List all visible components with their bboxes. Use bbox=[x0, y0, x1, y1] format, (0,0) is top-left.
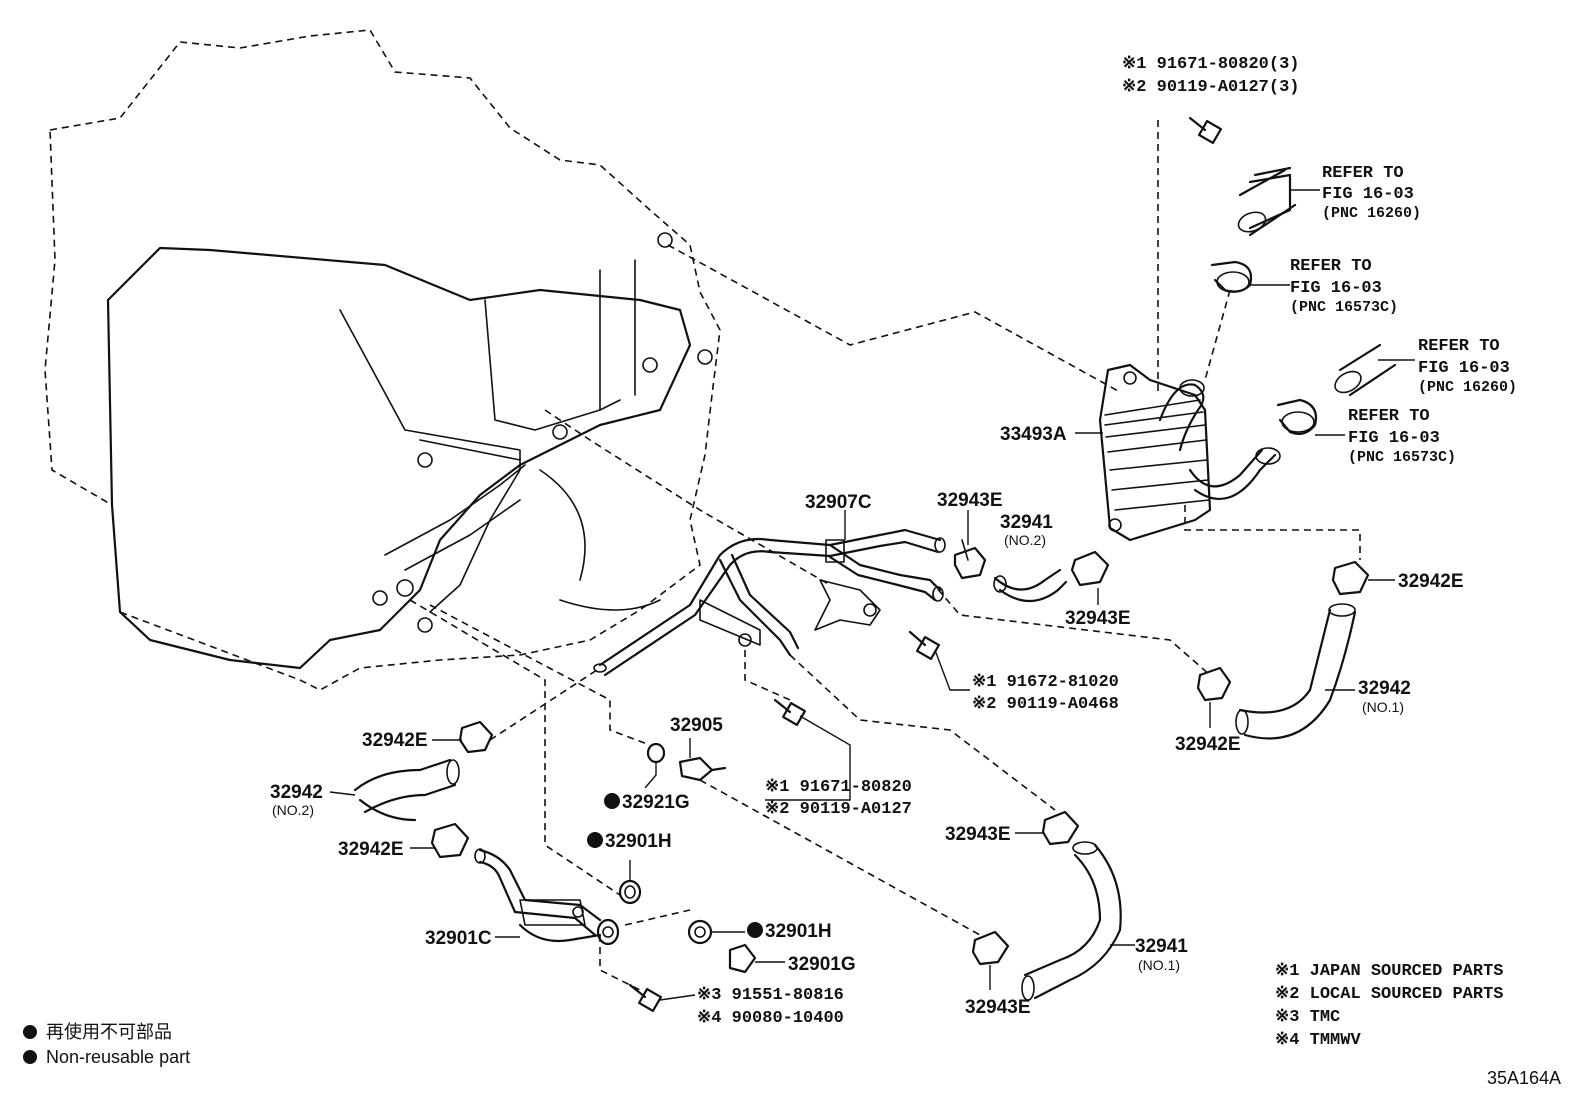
label-32905: 32905 bbox=[670, 715, 723, 736]
hose-32942-no1 bbox=[1235, 603, 1357, 740]
refer-1-line3: (PNC 16260) bbox=[1322, 205, 1421, 222]
bolt-top-1: ※1 91671-80820(3) bbox=[1122, 55, 1299, 74]
refer-hose-16260-a bbox=[1237, 166, 1297, 237]
label-32901H-b: 32901H bbox=[765, 921, 832, 942]
label-32942E-rightlow: 32942E bbox=[1175, 734, 1241, 755]
bolt-icon bbox=[628, 983, 696, 1013]
legend-non-reusable: Non-reusable part bbox=[46, 1047, 190, 1067]
clamp-16573C-a bbox=[1210, 260, 1253, 293]
clamp-16573C-b bbox=[1276, 398, 1318, 435]
clamp-32942E-rightlow bbox=[1196, 666, 1232, 728]
label-32921G: 32921G bbox=[622, 792, 690, 813]
refer-hose-16260-b bbox=[1334, 343, 1397, 397]
bolt-mid-1: ※1 91672-81020 bbox=[972, 673, 1119, 692]
bolt-low-1: ※1 91671-80820 bbox=[765, 778, 912, 797]
refer-1-line2: FIG 16-03 bbox=[1322, 185, 1414, 204]
clamp-32943E-mid bbox=[1070, 550, 1110, 605]
label-33493A: 33493A bbox=[1000, 424, 1067, 445]
refer-4-line1: REFER TO bbox=[1348, 407, 1430, 426]
label-32942-no2-sub: (NO.2) bbox=[272, 802, 314, 818]
gasket-32921G bbox=[644, 742, 666, 789]
label-32942E-right: 32942E bbox=[1398, 571, 1464, 592]
label-32943E-low1: 32943E bbox=[945, 824, 1011, 845]
refer-2-line1: REFER TO bbox=[1290, 257, 1372, 276]
non-reusable-dot bbox=[23, 1050, 37, 1064]
clamp-32942E-right bbox=[1331, 560, 1395, 596]
clamp-32942E-leftlow bbox=[410, 822, 470, 859]
clamp-32943E-low1 bbox=[1015, 810, 1080, 846]
refer-2-line2: FIG 16-03 bbox=[1290, 279, 1382, 298]
clamp-32943E-low2 bbox=[971, 930, 1010, 990]
oil-cooler-33493A bbox=[1098, 363, 1281, 542]
label-32942E-left: 32942E bbox=[362, 730, 428, 751]
label-32943E-mid: 32943E bbox=[1065, 608, 1131, 629]
non-reusable-dot bbox=[604, 793, 620, 809]
non-reusable-dot bbox=[747, 922, 763, 938]
hose-32942-no2 bbox=[329, 758, 460, 822]
gasket-32901H-a bbox=[618, 860, 642, 905]
bolt-icon bbox=[765, 698, 851, 801]
label-32942-no2: 32942 bbox=[270, 782, 323, 803]
fitting-32901C-end bbox=[596, 918, 620, 946]
refer-notes: REFER TO FIG 16-03 (PNC 16260) REFER TO … bbox=[1290, 164, 1517, 466]
refer-2-line3: (PNC 16573C) bbox=[1290, 299, 1398, 316]
refer-1-line1: REFER TO bbox=[1322, 164, 1404, 183]
label-32941-no2-sub: (NO.2) bbox=[1004, 532, 1046, 548]
refer-3-line1: REFER TO bbox=[1418, 337, 1500, 356]
label-32941-no2: 32941 bbox=[1000, 512, 1053, 533]
label-32943E-low2: 32943E bbox=[965, 997, 1031, 1018]
label-32943E-top: 32943E bbox=[937, 490, 1003, 511]
hose-32941-no2 bbox=[993, 568, 1068, 602]
label-32941-no1: 32941 bbox=[1135, 936, 1188, 957]
gasket-32901H-b bbox=[687, 919, 745, 945]
label-leaders bbox=[844, 189, 1415, 540]
label-32942-no1: 32942 bbox=[1358, 678, 1411, 699]
non-reusable-dot bbox=[23, 1025, 37, 1039]
transaxle-housing bbox=[44, 29, 721, 691]
bolt-bot-3: ※3 91551-80816 bbox=[697, 986, 844, 1005]
hose-32941-no1 bbox=[1021, 841, 1135, 1001]
legend-tmmwv: ※4 TMMWV bbox=[1275, 1031, 1361, 1050]
bolt-part-numbers: ※1 91671-80820(3) ※2 90119-A0127(3) ※1 9… bbox=[697, 55, 1299, 1028]
legend-jp-non-reusable: 再使用不可部品 bbox=[46, 1022, 172, 1042]
pipe-32907C bbox=[593, 528, 946, 677]
diagram-code: 35A164A bbox=[1487, 1068, 1561, 1088]
legend-tmc: ※3 TMC bbox=[1275, 1008, 1340, 1027]
refer-4-line3: (PNC 16573C) bbox=[1348, 449, 1456, 466]
pipe-32901C bbox=[474, 848, 602, 943]
bolt-bot-4: ※4 90080-10400 bbox=[697, 1009, 844, 1028]
plug-32901G bbox=[728, 943, 785, 974]
bolt-low-2: ※2 90119-A0127 bbox=[765, 800, 912, 819]
label-32901G: 32901G bbox=[788, 954, 856, 975]
legend-local: ※2 LOCAL SOURCED PARTS bbox=[1275, 985, 1503, 1004]
label-32901C: 32901C bbox=[425, 928, 492, 949]
clamp-32943E-top bbox=[953, 510, 987, 580]
bolt-mid-2: ※2 90119-A0468 bbox=[972, 695, 1119, 714]
plug-32905 bbox=[678, 738, 727, 782]
sourcing-legend: ※1 JAPAN SOURCED PARTS ※2 LOCAL SOURCED … bbox=[1275, 962, 1503, 1050]
non-reusable-legend: 再使用不可部品 Non-reusable part bbox=[23, 1022, 190, 1067]
bolt-top-2: ※2 90119-A0127(3) bbox=[1122, 78, 1299, 97]
part-labels: 33493A 32907C 32943E 32941 (NO.2) 32943E… bbox=[270, 424, 1464, 1018]
label-32901H-a: 32901H bbox=[605, 831, 672, 852]
non-reusable-dot bbox=[587, 832, 603, 848]
legend-japan: ※1 JAPAN SOURCED PARTS bbox=[1275, 962, 1503, 981]
clamp-32942E-left bbox=[432, 720, 494, 754]
label-32942E-leftlow: 32942E bbox=[338, 839, 404, 860]
bolt-icon bbox=[1188, 116, 1223, 145]
refer-3-line3: (PNC 16260) bbox=[1418, 379, 1517, 396]
label-32941-no1-sub: (NO.1) bbox=[1138, 957, 1180, 973]
refer-4-line2: FIG 16-03 bbox=[1348, 429, 1440, 448]
bolt-icon bbox=[908, 630, 970, 691]
label-32942-no1-sub: (NO.1) bbox=[1362, 699, 1404, 715]
refer-3-line2: FIG 16-03 bbox=[1418, 359, 1510, 378]
label-32907C: 32907C bbox=[805, 492, 872, 513]
assembly-lines bbox=[409, 120, 1361, 991]
